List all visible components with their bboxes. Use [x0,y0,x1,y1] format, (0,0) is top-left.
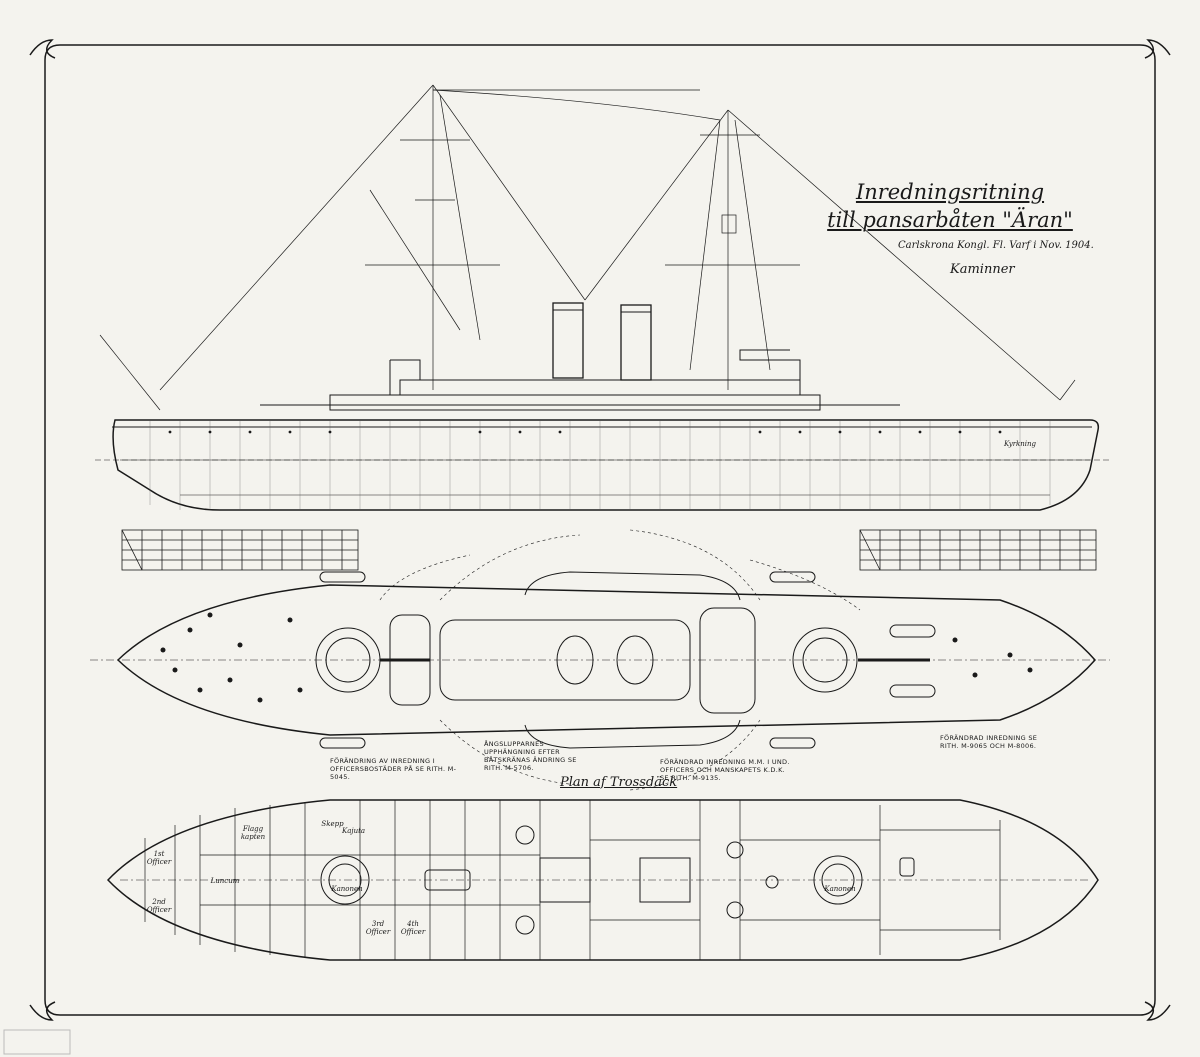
drawing-place-date: Carlskrona Kongl. Fl. Varf i Nov. 1904. [898,240,1094,251]
room-label: 2nd Officer [146,898,172,914]
side-elevation [95,84,1110,511]
hull [112,419,1100,511]
room-label: Kyrkning [1003,440,1037,448]
archive-stamp [3,1029,71,1055]
room-label: Flagg kapten [240,825,266,841]
drawing-subtitle-ship: till pansarbåten "Äran" [827,208,1073,232]
room-label: 3rd Officer [365,920,391,936]
funnel-fwd [620,304,652,381]
hull-frames [149,420,1051,510]
plan-label: Plan af Trossdäck [560,775,678,790]
room-label: Kanonen [824,885,856,893]
drawing-signature: Kaminner [950,262,1015,277]
room-label: 1st Officer [146,850,172,866]
room-label: 4th Officer [400,920,426,936]
room-label: Luncum [210,877,240,885]
portholes [168,430,1002,434]
note-boat-hoist: Ångslupparnes upphängning efter båtskrän… [484,740,577,772]
title-block: Inredningsritning till pansarbåten "Äran… [800,180,1100,232]
note-mess-change: Förändrad inredning m.m. i und. officers… [660,758,790,782]
note-bow-change: Förändrad inredning se rith. m-9065 och … [940,734,1038,750]
turret-fwd [792,627,858,693]
room-label: Kajuta [342,827,366,835]
deck-fittings [160,612,1033,703]
drawing-title: Inredningsritning [855,180,1045,204]
scale-bar-right [859,529,1097,571]
funnel-aft [552,302,584,379]
sheet-border [29,39,1171,1021]
scale-bar-left [121,529,359,571]
room-label: Kanonen [331,885,363,893]
trossdack-outline [106,799,1099,961]
lower-deck-plan [106,799,1099,961]
room-label: Skepp [321,820,344,828]
upper-deck-plan [90,529,1110,791]
rigging [99,84,1076,411]
note-officers-change: Förändring av inredning i officersbostäd… [330,757,457,781]
